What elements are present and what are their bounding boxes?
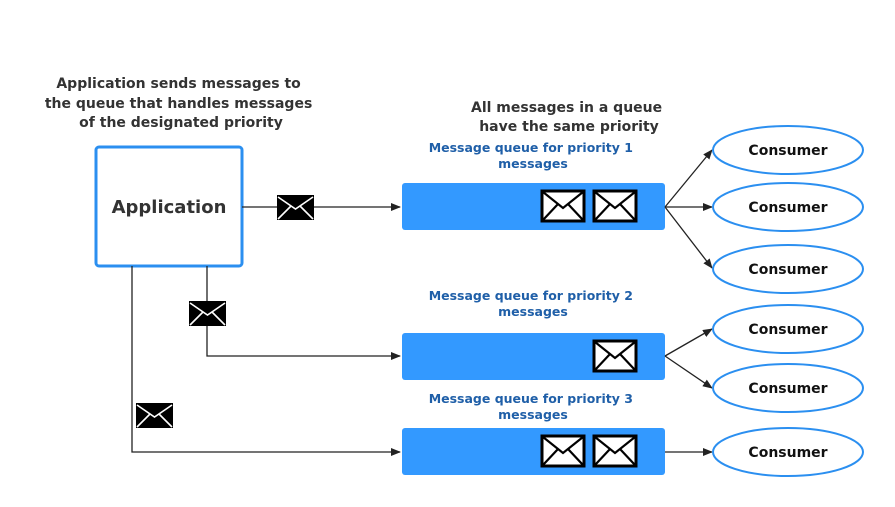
consumer-node	[712, 363, 864, 413]
application-caption-line: of the designated priority	[79, 115, 283, 131]
queued-envelope-icon	[592, 339, 638, 373]
application-caption-line: the queue that handles messages	[45, 96, 312, 112]
queued-envelope-icon	[540, 189, 586, 223]
consumer-node	[712, 427, 864, 477]
consumer-label: Consumer	[748, 322, 827, 338]
consumer-label: Consumer	[748, 143, 827, 159]
application-caption: Application sends messages to the queue …	[45, 76, 317, 131]
connector-queue-2-consumer-5	[664, 355, 713, 389]
queue-caption-line: All messages in a queue	[471, 100, 662, 116]
connector-queue-1-consumer-3	[664, 206, 713, 269]
consumer-label: Consumer	[748, 381, 827, 397]
connector-app-queue-2	[206, 266, 401, 360]
queue-2-label-line: Message queue for priority 2	[429, 288, 633, 303]
consumer-node	[712, 182, 864, 232]
consumer-label: Consumer	[748, 262, 827, 278]
consumer-node	[712, 244, 864, 294]
connector-queue-2-consumer-4	[664, 328, 713, 357]
queue-3-label-line: messages	[498, 407, 568, 422]
queue-1-label: Message queue for priority 1 messages	[429, 140, 638, 171]
queue-2-label-line: messages	[498, 304, 568, 319]
queue-caption-line: have the same priority	[479, 119, 659, 135]
consumer-node	[712, 304, 864, 354]
queued-envelope-icon	[592, 434, 638, 468]
queued-envelope-icon	[540, 434, 586, 468]
queue-caption: All messages in a queue have the same pr…	[471, 100, 667, 135]
queue-3-label-line: Message queue for priority 3	[429, 391, 633, 406]
application-caption-line: Application sends messages to	[56, 76, 301, 92]
queued-envelope-icon	[592, 189, 638, 223]
envelope-icon	[136, 403, 173, 428]
envelope-icon	[277, 195, 314, 220]
connector-queue-1-consumer-1	[664, 149, 713, 208]
queue-3-label: Message queue for priority 3 messages	[429, 391, 638, 422]
envelope-icon	[189, 301, 226, 326]
consumer-label: Consumer	[748, 200, 827, 216]
connector-app-queue-3	[131, 266, 401, 456]
queue-2-label: Message queue for priority 2 messages	[429, 288, 638, 319]
application-label: Application	[112, 197, 227, 218]
queue-1-label-line: messages	[498, 156, 568, 171]
consumer-label: Consumer	[748, 445, 827, 461]
queue-1-label-line: Message queue for priority 1	[429, 140, 633, 155]
consumer-node	[712, 125, 864, 175]
